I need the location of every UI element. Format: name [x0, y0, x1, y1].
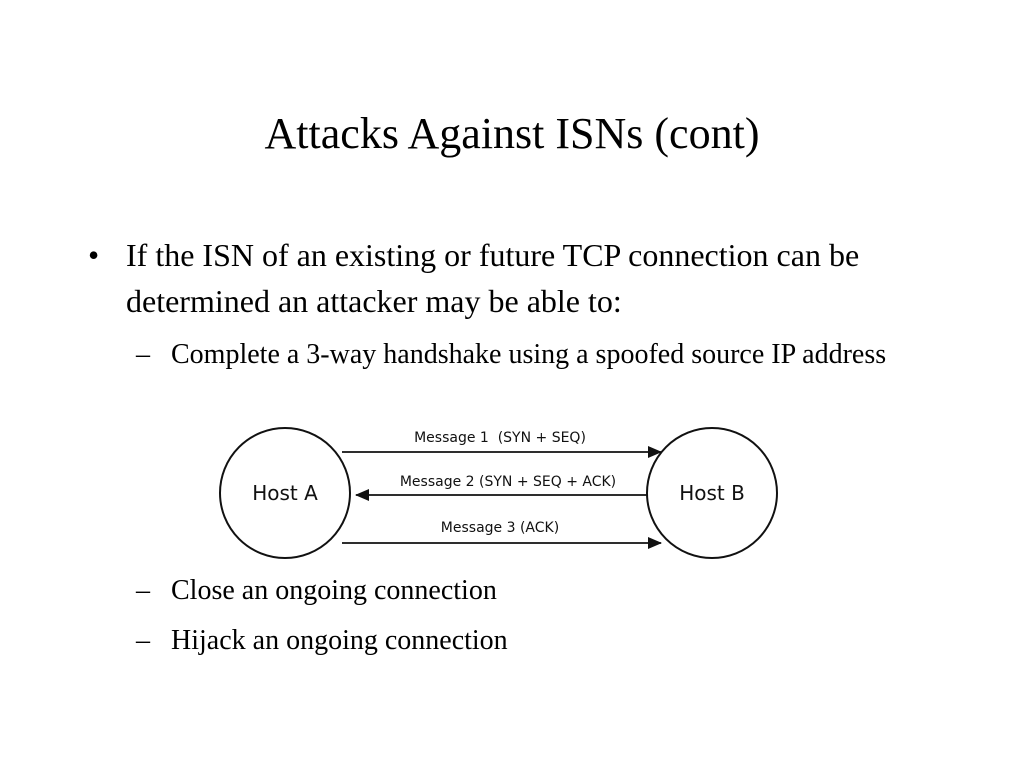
handshake-diagram: Host A Host B Message 1 (SYN + SEQ) Mess… — [219, 427, 778, 559]
sub-bullet-hijack: – Hijack an ongoing connection — [136, 622, 956, 660]
host-a-node — [219, 427, 351, 559]
main-bullet-text: If the ISN of an existing or future TCP … — [126, 237, 860, 319]
host-b-label: Host B — [679, 481, 745, 505]
sub-bullet-text: Close an ongoing connection — [171, 575, 497, 606]
main-bullet: • If the ISN of an existing or future TC… — [88, 232, 948, 324]
message-1-label: Message 1 (SYN + SEQ) — [414, 430, 586, 446]
host-b-node — [646, 427, 778, 559]
host-a-label: Host A — [252, 481, 318, 505]
sub-bullet-text: Complete a 3-way handshake using a spoof… — [171, 339, 887, 370]
bullet-marker: • — [88, 237, 100, 273]
message-3-label: Message 3 (ACK) — [441, 520, 559, 536]
sub-bullet-marker: – — [136, 339, 150, 370]
sub-bullet-marker: – — [136, 625, 150, 656]
sub-bullet-text: Hijack an ongoing connection — [171, 625, 508, 656]
sub-bullet-marker: – — [136, 575, 150, 606]
message-2-label: Message 2 (SYN + SEQ + ACK) — [400, 474, 616, 490]
sub-bullet-close: – Close an ongoing connection — [136, 572, 956, 610]
sub-bullet-handshake: – Complete a 3-way handshake using a spo… — [136, 336, 956, 374]
slide-title: Attacks Against ISNs (cont) — [264, 109, 760, 158]
